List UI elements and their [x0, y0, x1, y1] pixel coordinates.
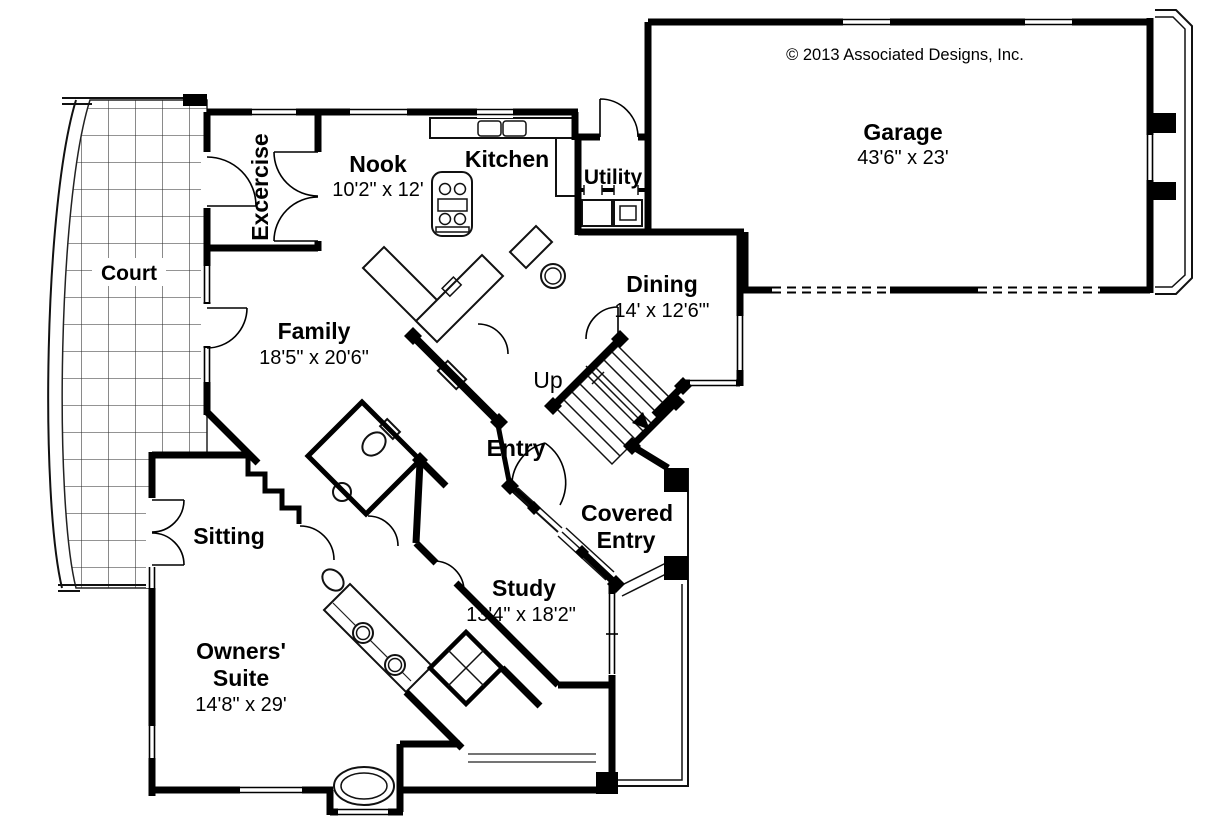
- washer: [581, 199, 613, 227]
- family-sectional: [361, 245, 505, 344]
- kitchen-sink-basin: [502, 120, 527, 137]
- garage-pilaster: [1150, 113, 1176, 133]
- room-label-garage: Garage: [863, 119, 942, 145]
- garage-overhang-outline: [1155, 9, 1193, 295]
- labels: © 2013 Associated Designs, Inc. Garage 4…: [101, 46, 1024, 716]
- room-label-study: Study: [492, 575, 556, 601]
- room-label-owners-suite-2: Suite: [213, 665, 269, 691]
- walls: [148, 18, 1154, 816]
- copyright-text: © 2013 Associated Designs, Inc.: [786, 46, 1024, 64]
- garage-doors: [772, 284, 1100, 296]
- patio-post: [596, 772, 618, 794]
- room-label-dining: Dining: [626, 271, 698, 297]
- porch-column: [664, 468, 688, 492]
- room-dims-nook: 10'2" x 12': [332, 179, 423, 201]
- bath-vanity: [322, 582, 434, 694]
- room-dims-garage: 43'6" x 23': [857, 147, 948, 169]
- porch-column: [664, 556, 688, 580]
- desk-chair: [540, 263, 566, 289]
- room-label-kitchen: Kitchen: [465, 146, 549, 172]
- room-label-owners-suite-1: Owners': [196, 638, 286, 664]
- room-dims-family: 18'5" x 20'6": [259, 347, 369, 369]
- stairs-up-label: Up: [533, 367, 562, 393]
- room-dims-owners-suite: 14'8" x 29': [195, 694, 286, 716]
- windows: [146, 16, 1156, 818]
- staircase: [554, 344, 676, 466]
- built-in-desk: [508, 224, 554, 270]
- stair-direction-arrow: [585, 365, 647, 427]
- doors: [146, 98, 639, 592]
- room-label-sitting: Sitting: [193, 523, 265, 549]
- room-dims-dining: 14' x 12'6"': [614, 300, 709, 322]
- room-label-covered-entry-1: Covered: [581, 500, 673, 526]
- shower: [426, 628, 506, 708]
- room-label-court: Court: [101, 262, 157, 285]
- room-label-family: Family: [278, 318, 351, 344]
- court-terrace: [47, 94, 208, 592]
- room-label-utility: Utility: [584, 166, 643, 189]
- room-label-excercise: Excercise: [247, 133, 273, 240]
- room-label-nook: Nook: [349, 151, 407, 177]
- stepped-wall: [245, 457, 302, 524]
- posts-and-columns: [404, 113, 1176, 794]
- kitchen-island: [431, 171, 473, 237]
- room-dims-study: 13'4" x 18'2": [466, 604, 576, 626]
- room-label-covered-entry-2: Entry: [597, 527, 656, 553]
- court-label-backing: [92, 258, 166, 286]
- powder-toilet: [361, 431, 387, 457]
- room-label-entry: Entry: [487, 435, 546, 461]
- garage-pilaster: [1150, 182, 1176, 200]
- bath-toilet: [321, 568, 345, 592]
- dryer: [613, 199, 643, 227]
- kitchen-sink-basin: [477, 120, 502, 137]
